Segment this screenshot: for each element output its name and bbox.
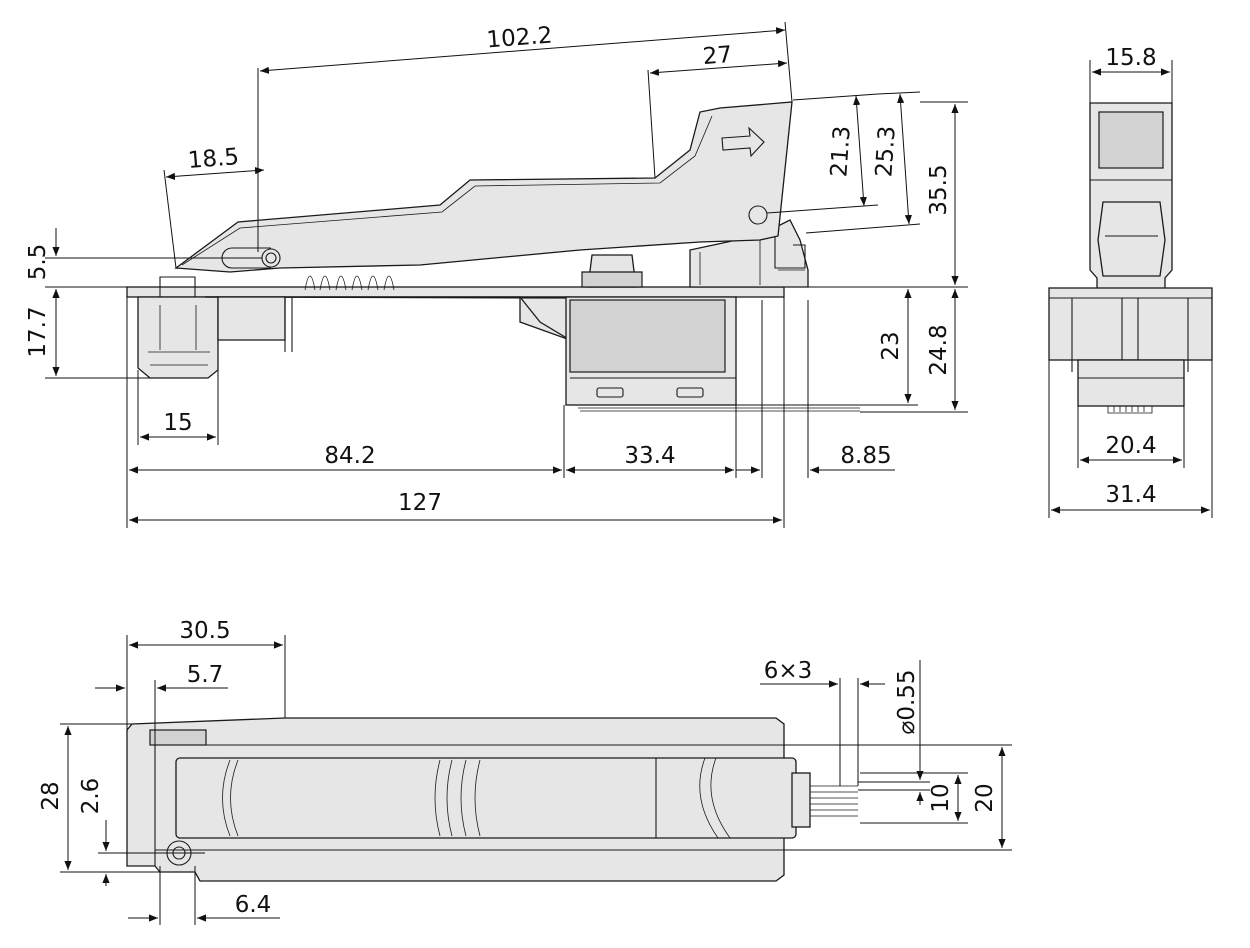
dim-2-6: 2.6 xyxy=(78,778,104,815)
dim-28: 28 xyxy=(38,781,64,810)
base-plate xyxy=(126,286,785,298)
end-lever-face xyxy=(1098,111,1164,169)
dim-5-5: 5.5 xyxy=(25,244,51,281)
dim-24-8: 24.8 xyxy=(926,324,952,375)
plan-pins xyxy=(810,785,858,817)
lever-ridge xyxy=(181,115,713,266)
dim-line-102-2 xyxy=(259,27,786,74)
dim-5-7: 5.7 xyxy=(187,662,224,688)
dim-6-4: 6.4 xyxy=(235,892,272,918)
front-guard-lines xyxy=(699,238,805,285)
dim-23: 23 xyxy=(878,331,904,360)
dim-10: 10 xyxy=(928,783,954,812)
switch-face xyxy=(569,299,726,373)
plan-dimensions: 30.5 5.7 28 2.6 6.4 6×3 ⌀0.55 xyxy=(38,618,1012,925)
plan-lever-ribs xyxy=(434,759,481,837)
rear-housing-lines xyxy=(148,351,210,366)
dim-21-3: 21.3 xyxy=(826,125,856,178)
switch-slot-1 xyxy=(596,387,624,398)
dim-line-25-3 xyxy=(897,93,912,225)
plan-lever xyxy=(175,757,797,839)
dim-84-2: 84.2 xyxy=(324,443,375,469)
plan-connector xyxy=(791,772,811,828)
dim-35-5: 35.5 xyxy=(926,164,952,215)
dim-6x3: 6×3 xyxy=(764,658,813,684)
body-taper xyxy=(204,296,571,342)
end-switch xyxy=(1077,359,1185,407)
dim-18-5: 18.5 xyxy=(187,144,240,174)
plan-view xyxy=(126,717,858,882)
dim-20-4: 20.4 xyxy=(1105,433,1156,459)
end-base xyxy=(1048,287,1213,361)
end-terminals xyxy=(1107,406,1153,414)
direction-arrow-icon xyxy=(721,126,765,158)
dim-102-2: 102.2 xyxy=(486,23,554,54)
front-view xyxy=(126,101,860,412)
dim-17-7: 17.7 xyxy=(25,306,51,357)
dim-line-27 xyxy=(649,60,788,76)
dim-15-8: 15.8 xyxy=(1105,45,1156,71)
dim-8-85: 8.85 xyxy=(840,443,891,469)
lever-hole xyxy=(748,205,768,225)
dim-line-18-5 xyxy=(165,167,265,180)
dim-27: 27 xyxy=(702,42,733,70)
dim-0-55: ⌀0.55 xyxy=(894,669,920,734)
rear-housing xyxy=(137,296,219,379)
dim-25-3: 25.3 xyxy=(871,125,901,178)
switch-slot-2 xyxy=(676,387,704,398)
dim-line-21-3 xyxy=(853,95,867,207)
rear-clip xyxy=(159,276,196,298)
dim-31-4: 31.4 xyxy=(1105,482,1156,508)
dim-20: 20 xyxy=(972,783,998,812)
spring-coils xyxy=(304,275,395,291)
terminal-pins xyxy=(578,407,860,412)
plan-lever-grip-right xyxy=(699,757,731,839)
pivot-pin-inner xyxy=(265,252,277,264)
dim-33-4: 33.4 xyxy=(624,443,675,469)
end-pivot-block xyxy=(1097,201,1166,277)
plunger-base xyxy=(581,271,643,288)
trigger-lever xyxy=(174,101,793,273)
dim-15: 15 xyxy=(163,410,192,436)
end-base-dividers xyxy=(1071,298,1189,378)
plan-clip xyxy=(149,729,207,746)
latch-hook xyxy=(774,236,806,269)
end-view xyxy=(1048,102,1213,414)
rear-housing-edges xyxy=(159,305,197,350)
end-dimensions: 15.8 20.4 31.4 xyxy=(1048,45,1213,518)
plan-lever-grip-left xyxy=(222,759,239,837)
dim-30-5: 30.5 xyxy=(179,618,230,644)
body-neck xyxy=(217,296,286,341)
dim-127: 127 xyxy=(398,490,442,516)
front-dimensions: 102.2 27 18.5 21.3 25.3 35.5 5.5 17.7 xyxy=(25,21,968,528)
